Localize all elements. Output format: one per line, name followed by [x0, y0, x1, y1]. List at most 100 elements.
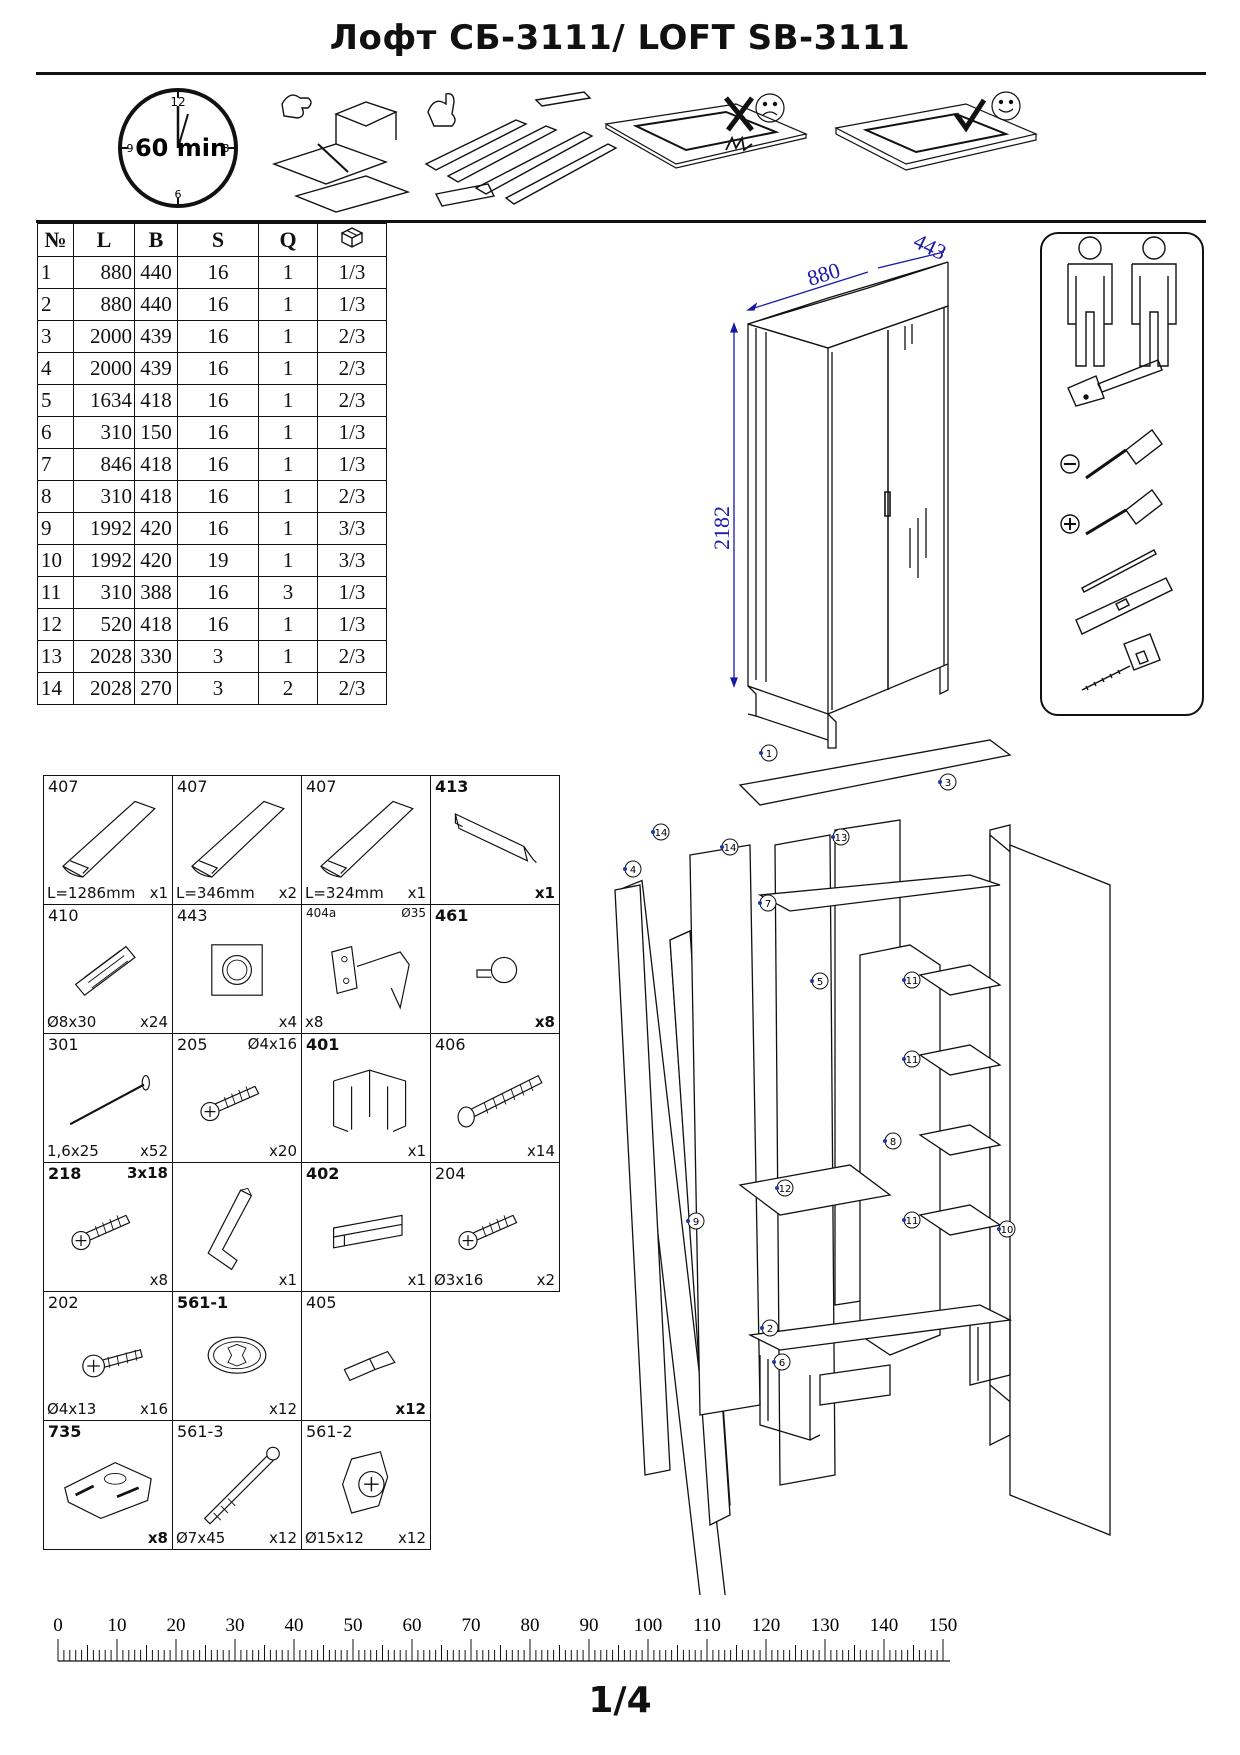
header-icons: 12 3 6 9 60 min	[118, 88, 1038, 213]
tape-measure-icon	[1081, 633, 1161, 691]
plinth-6	[819, 1364, 891, 1406]
table-cell: 2/3	[317, 640, 387, 673]
marker-dot	[623, 867, 627, 871]
part-marker: 2	[760, 1319, 779, 1337]
table-cell: 10	[37, 544, 74, 577]
table-cell: 16	[177, 288, 259, 321]
table-cell: 1	[258, 416, 318, 449]
screw-icon	[458, 1214, 518, 1251]
metal-leg-icon	[333, 1069, 407, 1132]
table-cell: 3	[258, 576, 318, 609]
table-cell: 8	[37, 480, 74, 513]
hinge-icon	[331, 945, 410, 1010]
marker-label: 3	[945, 778, 951, 789]
col-header-width: B	[134, 223, 178, 257]
table-cell: 16	[177, 384, 259, 417]
hardware-quantity: x12	[395, 1400, 426, 1418]
hardware-code: 561-1	[177, 1293, 229, 1312]
table-cell: 330	[134, 640, 178, 673]
table-cell: 1	[258, 288, 318, 321]
marker-label: 10	[1001, 1225, 1014, 1236]
table-cell: 420	[134, 544, 178, 577]
marker-dot	[938, 780, 942, 784]
marker-dot	[651, 830, 655, 834]
hardware-size: L=346mm	[176, 884, 255, 902]
hardware-quantity: x1	[407, 884, 426, 902]
marker-dot	[997, 1227, 1001, 1231]
hardware-size: Ø3x16	[434, 1271, 484, 1289]
empty-cell	[431, 1421, 560, 1550]
marker-label: 13	[835, 833, 848, 844]
unpack-wrong-icon	[271, 94, 411, 213]
hardware-spec: Ø35	[401, 906, 426, 920]
hard-floor-wrong-icon	[604, 93, 808, 169]
table-cell: 1634	[73, 384, 135, 417]
marker-dot	[775, 1186, 779, 1190]
table-cell: 1992	[73, 512, 135, 545]
hammer-icon	[1067, 359, 1163, 407]
handle-icon	[333, 1214, 403, 1249]
profile-strip-icon	[319, 800, 414, 878]
panel-5	[859, 944, 941, 1356]
col-header-no: №	[37, 223, 74, 257]
table-cell: 1	[258, 608, 318, 641]
hardware-quantity: x4	[278, 1013, 297, 1031]
table-cell: 388	[134, 576, 178, 609]
table-cell: 1/3	[317, 256, 387, 289]
table-cell: 3	[177, 640, 259, 673]
ruler-label: 10	[108, 1615, 127, 1636]
clock-label: 60 min	[135, 134, 227, 162]
part-marker: 12	[775, 1179, 794, 1197]
part-marker: 6	[772, 1353, 791, 1371]
table-cell: 418	[134, 480, 178, 513]
hardware-code: 407	[177, 777, 208, 796]
table-cell: 2	[37, 288, 74, 321]
metal-legs	[759, 1315, 1011, 1441]
clock-number-9: 9	[127, 142, 134, 155]
marker-label: 11	[906, 1216, 919, 1227]
hardware-quantity: x1	[278, 1271, 297, 1289]
table-cell: 7	[37, 448, 74, 481]
marker-dot	[759, 751, 763, 755]
hardware-size: L=324mm	[305, 884, 384, 902]
panel-4-front	[614, 884, 671, 1476]
marker-dot	[720, 845, 724, 849]
col-header-quantity: Q	[258, 223, 318, 257]
phillips-screwdriver-icon	[1060, 489, 1163, 536]
table-cell: 150	[134, 416, 178, 449]
two-people-icon	[1067, 236, 1177, 367]
part-marker: 5	[810, 972, 829, 990]
ruler-label: 100	[634, 1615, 663, 1636]
hanging-rail-icon	[454, 812, 537, 864]
table-cell: 3/3	[317, 512, 387, 545]
shelf-11-a	[918, 964, 1002, 996]
ruler-label: 20	[167, 1615, 186, 1636]
hardware-code: 204	[435, 1164, 466, 1183]
table-cell: 880	[73, 256, 135, 289]
marker-dot	[902, 1057, 906, 1061]
hardware-code: 561-2	[306, 1422, 353, 1441]
table-cell: 5	[37, 384, 74, 417]
part-marker: 4	[623, 860, 642, 878]
table-cell: 439	[134, 352, 178, 385]
hardware-quantity: x16	[140, 1400, 168, 1418]
hardware-code: 205	[177, 1035, 208, 1054]
